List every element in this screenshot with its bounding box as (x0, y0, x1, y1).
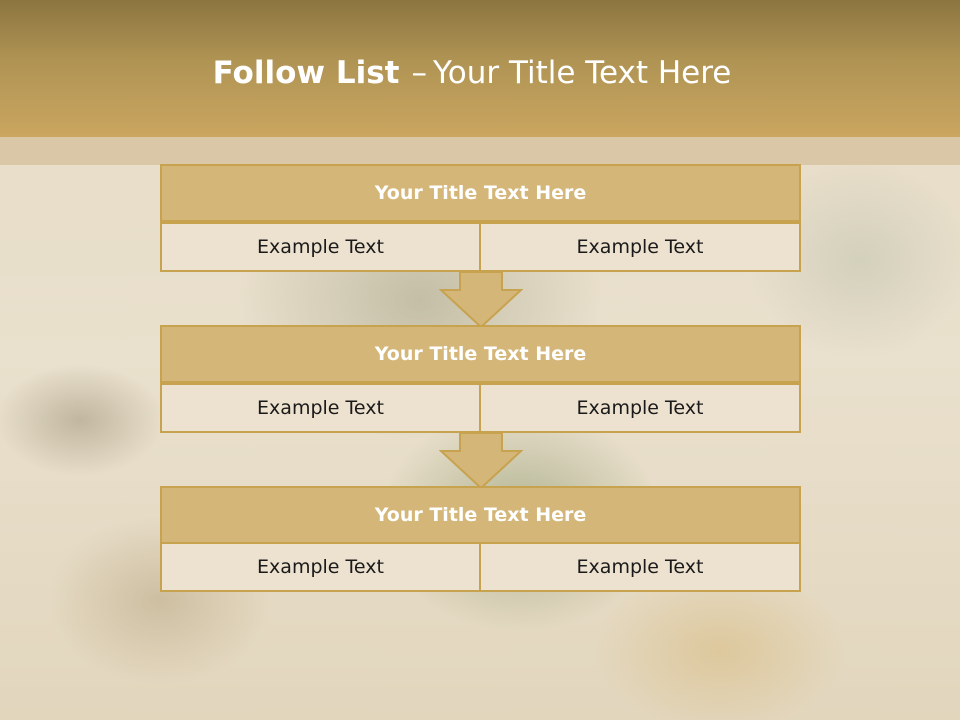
slide-title-bold: Follow List (212, 55, 400, 91)
step-block-2: Your Title Text Here Example Text Exampl… (160, 325, 801, 433)
step-row: Example Text Example Text (160, 222, 801, 272)
down-arrow-icon (439, 432, 523, 490)
step-cell-left: Example Text (160, 222, 481, 272)
step-block-3: Your Title Text Here Example Text Exampl… (160, 486, 801, 592)
step-title: Your Title Text Here (160, 325, 801, 383)
step-cell-left: Example Text (160, 542, 481, 592)
down-arrow-icon (439, 271, 523, 329)
step-block-1: Your Title Text Here Example Text Exampl… (160, 164, 801, 272)
step-cell-right: Example Text (481, 383, 801, 433)
step-row: Example Text Example Text (160, 383, 801, 433)
slide-title-dash: – (411, 55, 427, 91)
step-row: Example Text Example Text (160, 542, 801, 592)
step-cell-left: Example Text (160, 383, 481, 433)
step-cell-right: Example Text (481, 542, 801, 592)
step-title: Your Title Text Here (160, 164, 801, 222)
slide-title: Follow List–Your Title Text Here (0, 55, 944, 91)
header-bar: Follow List–Your Title Text Here (0, 0, 960, 137)
slide-title-rest: Your Title Text Here (432, 55, 732, 91)
step-title: Your Title Text Here (160, 486, 801, 544)
step-cell-right: Example Text (481, 222, 801, 272)
header-shadow-band (0, 137, 960, 165)
